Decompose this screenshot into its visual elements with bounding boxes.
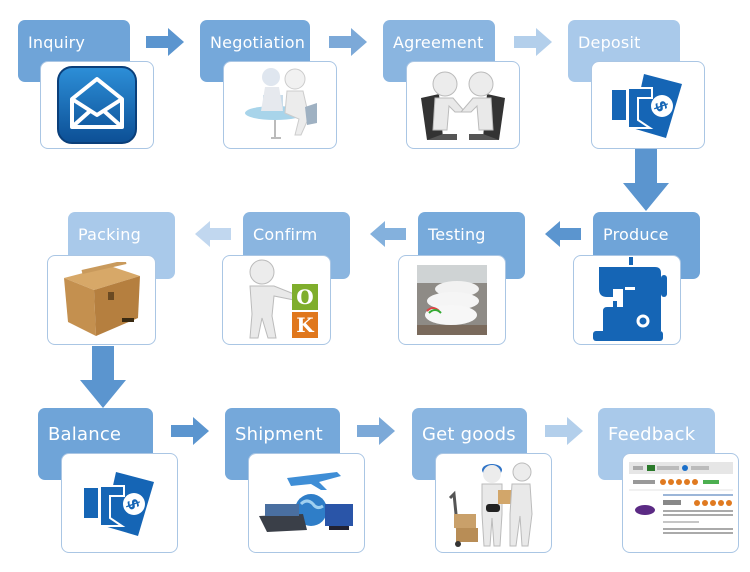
arrow-right: [514, 28, 552, 56]
arrow-right: [329, 28, 367, 56]
testing-photo-icon: [417, 265, 487, 335]
arrow-left: [195, 221, 231, 247]
arrow-right: [545, 417, 583, 445]
ok-blocks-icon: O K: [248, 259, 318, 339]
step-image-card: [248, 453, 365, 553]
arrow-down: [80, 346, 126, 408]
svg-text:K: K: [296, 313, 314, 337]
step-label: Negotiation: [210, 33, 306, 52]
arrow-right: [171, 417, 209, 445]
arrow-right: [357, 417, 395, 445]
review-screenshot-icon: [628, 462, 733, 534]
arrow-right: [146, 28, 184, 56]
step-image-card: [622, 453, 739, 553]
arrow-left: [545, 221, 581, 247]
step-label: Inquiry: [28, 33, 86, 52]
step-label: Get goods: [422, 424, 516, 445]
step-image-card: [40, 61, 154, 149]
handshake-icon: [421, 71, 505, 140]
hand-money-icon: $: [83, 472, 154, 536]
step-image-card: [223, 61, 337, 149]
step-label: Confirm: [253, 225, 318, 244]
step-label: Testing: [428, 225, 486, 244]
step-image-card: O K: [222, 255, 331, 345]
step-label: Agreement: [393, 33, 484, 52]
shipping-globe-icon: [258, 472, 353, 532]
step-image-card: $: [61, 453, 178, 553]
step-image-card: $: [591, 61, 705, 149]
step-image-card: [47, 255, 156, 345]
step-label: Deposit: [578, 33, 641, 52]
delivery-icon: [448, 462, 533, 547]
step-label: Packing: [78, 225, 141, 244]
cardboard-box-icon: [63, 262, 140, 336]
step-label: Produce: [603, 225, 669, 244]
svg-text:O: O: [296, 285, 313, 309]
envelope-icon: [57, 66, 137, 144]
sewing-machine-icon: [593, 257, 667, 341]
arrow-left: [370, 221, 406, 247]
meeting-people-icon: [245, 68, 317, 139]
step-image-card: [435, 453, 552, 553]
step-label: Shipment: [235, 424, 323, 445]
hand-money-icon: $: [612, 74, 682, 138]
step-image-card: [573, 255, 681, 345]
step-image-card: [398, 255, 506, 345]
arrow-down: [623, 149, 669, 211]
step-label: Balance: [48, 424, 122, 445]
step-label: Feedback: [608, 424, 696, 445]
step-image-card: [406, 61, 520, 149]
